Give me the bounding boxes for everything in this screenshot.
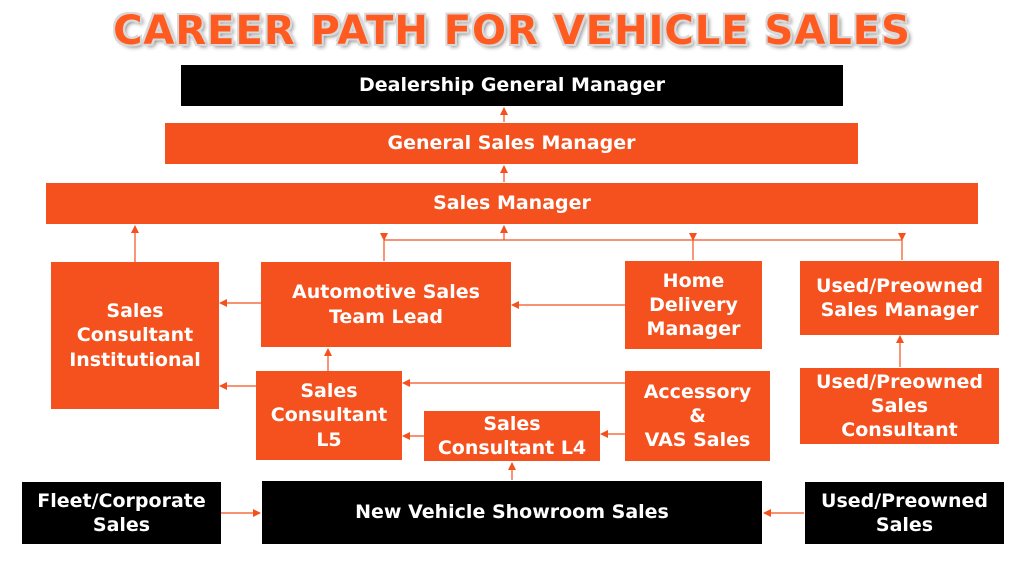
node-sales-consultant-l5: Sales Consultant L5 (256, 371, 402, 460)
node-home-delivery-manager: Home Delivery Manager (625, 261, 762, 349)
node-sales-consultant-l4: Sales Consultant L4 (424, 411, 600, 461)
node-sales-manager: Sales Manager (46, 183, 978, 224)
node-accessory-vas-sales: Accessory & VAS Sales (625, 371, 770, 461)
node-fleet-corporate-sales: Fleet/Corporate Sales (22, 482, 221, 544)
node-automotive-sales-team-lead: Automotive Sales Team Lead (261, 262, 511, 347)
node-general-sales-manager: General Sales Manager (165, 123, 858, 164)
node-used-preowned-sales: Used/Preowned Sales (805, 482, 1004, 544)
node-sales-consultant-institutional: Sales Consultant Institutional (51, 262, 219, 409)
node-used-preowned-sales-manager: Used/Preowned Sales Manager (800, 261, 999, 335)
page-title: CAREER PATH FOR VEHICLE SALES (113, 8, 911, 54)
node-used-preowned-sales-consultant: Used/Preowned Sales Consultant (800, 368, 999, 444)
node-new-vehicle-showroom-sales: New Vehicle Showroom Sales (262, 481, 762, 544)
node-dealership-general-manager: Dealership General Manager (181, 65, 843, 106)
